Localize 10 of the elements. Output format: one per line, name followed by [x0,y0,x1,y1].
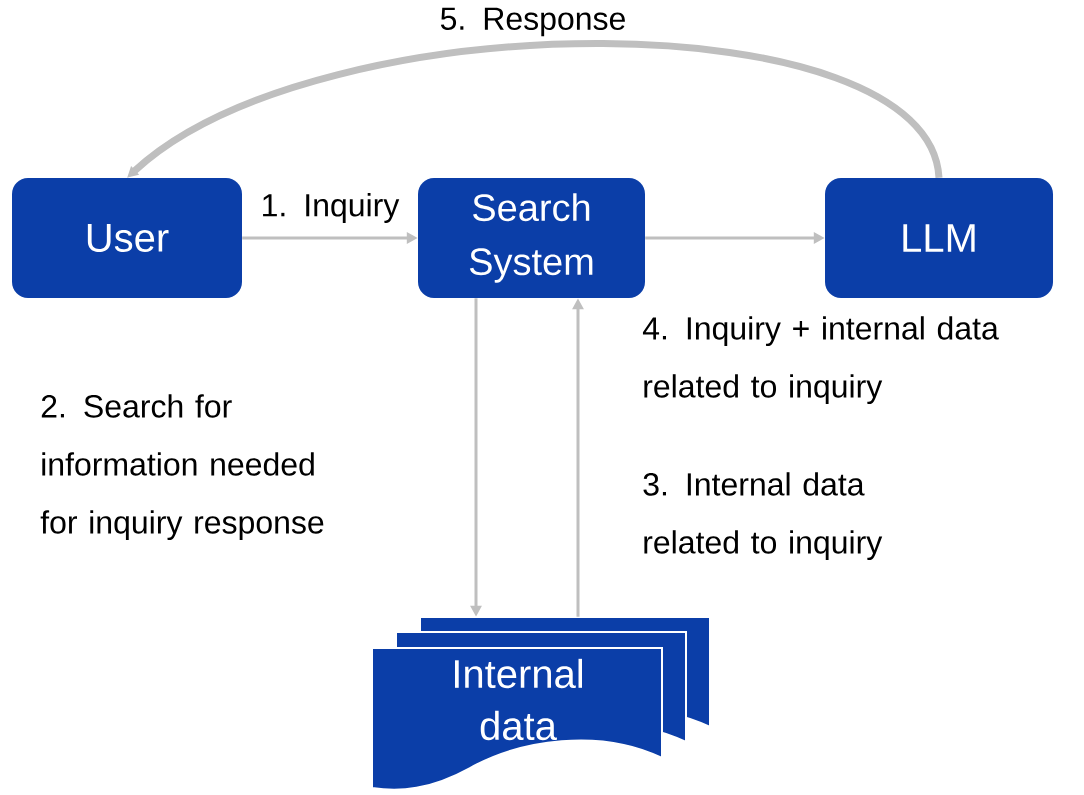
edge-label: 1. Inquiry [263,193,400,223]
document-stack: Internal data [371,616,711,791]
edge-label: 3. Internal data related to inquiry [643,472,883,561]
edge-label: 2. Search for information needed for inquiry response [40,394,324,541]
edge-label: 5. Response [440,7,625,37]
process-box: Search System [418,178,645,298]
edge-label: 4. Inquiry + internal data related to inquiry [642,316,999,405]
process-box: LLM [825,178,1053,298]
arrow [127,40,943,179]
process-box: User [12,178,242,298]
